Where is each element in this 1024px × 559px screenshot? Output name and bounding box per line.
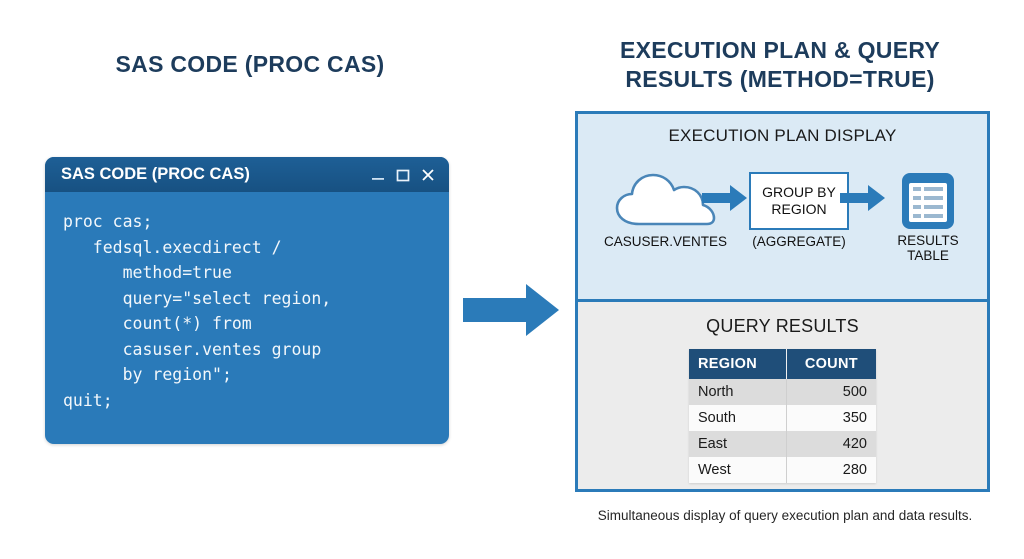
- figure-caption: Simultaneous display of query execution …: [597, 508, 973, 523]
- right-heading-line-1: EXECUTION PLAN & QUERY: [619, 37, 941, 63]
- icon-cell: [924, 187, 943, 191]
- icon-row: [913, 196, 943, 200]
- plan-node-aggregate[interactable]: GROUP BY REGION (AGGREGATE): [744, 170, 854, 249]
- icon-row: [913, 187, 943, 191]
- results-table-icon-inner: [909, 183, 947, 222]
- plan-node-source[interactable]: CASUSER.VENTES: [593, 170, 738, 249]
- table-row[interactable]: West 280: [689, 457, 876, 483]
- cell-count: 350: [786, 405, 876, 431]
- plan-node-aggregate-box: GROUP BY REGION: [749, 172, 849, 230]
- icon-cell: [924, 214, 943, 218]
- maximize-icon[interactable]: [395, 167, 411, 183]
- plan-node-results-label: RESULTS TABLE: [897, 233, 959, 264]
- icon-cell: [913, 205, 921, 209]
- cell-region: South: [689, 405, 787, 431]
- table-body: North 500 South 350 East 420 West 280: [689, 379, 876, 483]
- code-window-titlebar: SAS CODE (PROC CAS): [45, 157, 449, 192]
- right-arrow-icon: [840, 184, 886, 212]
- icon-cell: [924, 196, 943, 200]
- table-row[interactable]: North 500: [689, 379, 876, 405]
- plan-node-aggregate-label: (AGGREGATE): [752, 234, 846, 249]
- cell-count: 280: [786, 457, 876, 483]
- table-row[interactable]: South 350: [689, 405, 876, 431]
- minimize-icon[interactable]: [370, 167, 386, 183]
- query-results-title: QUERY RESULTS: [706, 316, 859, 336]
- plan-node-results[interactable]: RESULTS TABLE: [878, 170, 978, 263]
- cell-region: North: [689, 379, 787, 405]
- icon-cell: [913, 214, 921, 218]
- sas-code-window: SAS CODE (PROC CAS) proc cas; fedsql.exe…: [45, 157, 449, 444]
- table-row[interactable]: East 420: [689, 431, 876, 457]
- table-header-row: REGION COUNT: [689, 349, 876, 379]
- sas-code-text[interactable]: proc cas; fedsql.execdirect / method=tru…: [63, 212, 332, 410]
- window-controls: [370, 167, 436, 183]
- icon-row: [913, 214, 943, 218]
- icon-cell: [913, 187, 921, 191]
- icon-cell: [924, 205, 943, 209]
- execution-plan-section: EXECUTION PLAN DISPLAY CASUSER.VENTES GR…: [578, 114, 987, 302]
- query-results-table: REGION COUNT North 500 South 350 East 42…: [689, 349, 876, 483]
- close-icon[interactable]: [420, 167, 436, 183]
- cell-region: East: [689, 431, 787, 457]
- column-header-count[interactable]: COUNT: [786, 349, 876, 379]
- execution-plan-flow: CASUSER.VENTES GROUP BY REGION (AGGREGAT…: [578, 170, 987, 290]
- code-window-title: SAS CODE (PROC CAS): [61, 165, 250, 183]
- execution-plan-title: EXECUTION PLAN DISPLAY: [668, 126, 897, 145]
- right-arrow-icon: [463, 283, 560, 337]
- results-table-icon: [902, 173, 954, 229]
- cell-region: West: [689, 457, 787, 483]
- cell-count: 420: [786, 431, 876, 457]
- right-arrow-icon: [702, 184, 748, 212]
- query-results-section: QUERY RESULTS REGION COUNT North 500 Sou…: [578, 302, 987, 489]
- table-header: REGION COUNT: [689, 349, 876, 379]
- icon-cell: [913, 196, 921, 200]
- left-section-heading: SAS CODE (PROC CAS): [115, 51, 385, 77]
- column-header-region[interactable]: REGION: [689, 349, 787, 379]
- right-heading-line-2: RESULTS (METHOD=TRUE): [625, 65, 935, 92]
- right-section-heading: EXECUTION PLAN & QUERY RESULTS (METHOD=T…: [560, 36, 1000, 94]
- cell-count: 500: [786, 379, 876, 405]
- icon-row: [913, 205, 943, 209]
- execution-results-panel: EXECUTION PLAN DISPLAY CASUSER.VENTES GR…: [575, 111, 990, 492]
- plan-node-source-label: CASUSER.VENTES: [603, 234, 728, 249]
